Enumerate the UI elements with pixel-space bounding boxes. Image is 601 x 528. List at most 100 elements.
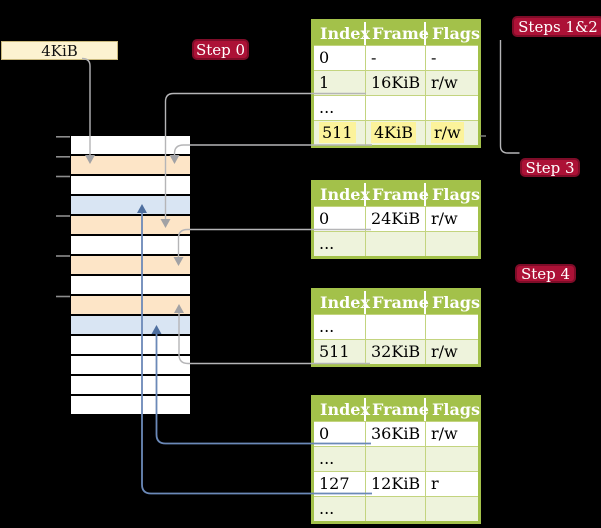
table-cell: 12KiB: [366, 472, 426, 496]
badge-steps-1-2-label: Steps 1&2: [518, 17, 598, 36]
connector-steps12-to-step3: [499, 40, 520, 154]
table-cell: ...: [314, 232, 366, 256]
cell-text: 12KiB: [371, 474, 421, 493]
cell-text: ...: [319, 499, 335, 518]
column-header: Index: [314, 183, 370, 206]
memory-frame-row: [71, 216, 190, 236]
column-header: Flags: [432, 24, 480, 43]
badge-step-4-label: Step 4: [520, 264, 571, 283]
table-cell: 511: [314, 340, 366, 364]
table-cell: [366, 497, 426, 521]
table-cell: ...: [314, 497, 366, 521]
badge-step-3: Step 3: [520, 158, 580, 177]
badge-step-0: Step 0: [192, 39, 249, 60]
frame-address-box: 4KiB: [1, 41, 118, 60]
table-cell: -: [366, 46, 426, 70]
cell-text: r/w: [431, 122, 464, 143]
table-row: 1 16KiB r/w: [314, 70, 478, 95]
column-header: Flags: [432, 293, 480, 312]
cell-text: 32KiB: [371, 342, 421, 361]
badge-step-0-label: Step 0: [195, 40, 246, 59]
cell-text: ...: [319, 234, 335, 253]
cell-text: r/w: [431, 209, 458, 228]
table-cell: 16KiB: [366, 71, 426, 95]
badge-step-3-label: Step 3: [525, 158, 575, 177]
cell-text: 0: [319, 209, 330, 228]
table-cell: 0: [314, 46, 366, 70]
column-header: Frame: [366, 183, 429, 206]
cell-text: 511: [319, 342, 350, 361]
memory-frame-row: [71, 176, 190, 196]
table-cell: 24KiB: [366, 207, 426, 231]
column-header: Frame: [366, 22, 429, 45]
table-cell: 511: [314, 121, 366, 145]
table-cell: 1: [314, 71, 366, 95]
frame-address-label: 4KiB: [41, 41, 78, 60]
memory-frame-row: [71, 376, 190, 396]
badge-step-4: Step 4: [515, 264, 576, 283]
table-cell: ...: [314, 315, 366, 339]
cell-text: r/w: [431, 73, 458, 92]
table-row: ...: [314, 95, 478, 120]
memory-frame-row: [71, 316, 190, 336]
cell-text: ...: [319, 449, 335, 468]
table-cell: [426, 315, 478, 339]
table-cell: r/w: [426, 340, 478, 364]
table-row: ...: [314, 314, 478, 339]
cell-text: 4KiB: [371, 122, 417, 143]
table-cell: 0: [314, 422, 366, 446]
table-row: 0 - -: [314, 45, 478, 70]
table-cell: [366, 232, 426, 256]
column-header: Frame: [366, 398, 429, 421]
memory-frame-row: [71, 296, 190, 316]
physical-memory-column: [71, 136, 190, 416]
table-cell: r/w: [426, 121, 478, 145]
table-row: 511 32KiB r/w: [314, 339, 478, 364]
table-cell: ...: [314, 447, 366, 471]
table-cell: -: [426, 46, 478, 70]
memory-frame-row: [71, 276, 190, 296]
table-row: 127 12KiB r: [314, 471, 478, 496]
table-cell: 127: [314, 472, 366, 496]
cell-text: r/w: [431, 424, 458, 443]
table-cell: [426, 96, 478, 120]
cell-text: -: [431, 48, 437, 67]
table-row: 0 24KiB r/w: [314, 206, 478, 231]
table-cell: 4KiB: [366, 121, 426, 145]
table-cell: [366, 315, 426, 339]
memory-frame-row: [71, 396, 190, 416]
memory-frame-row: [71, 336, 190, 356]
table-cell: r/w: [426, 422, 478, 446]
memory-frame-row: [71, 256, 190, 276]
cell-text: 0: [319, 424, 330, 443]
memory-frame-row: [71, 136, 190, 156]
table-row: 0 36KiB r/w: [314, 421, 478, 446]
table-row: ...: [314, 496, 478, 521]
cell-text: 127: [319, 474, 350, 493]
cell-text: -: [371, 48, 377, 67]
cell-text: 16KiB: [371, 73, 421, 92]
cell-text: ...: [319, 98, 335, 117]
table-cell: [426, 447, 478, 471]
table-cell: ...: [314, 96, 366, 120]
table-cell: [366, 447, 426, 471]
table-cell: r: [426, 472, 478, 496]
cell-text: 36KiB: [371, 424, 421, 443]
table-cell: r/w: [426, 71, 478, 95]
cell-text: 0: [319, 48, 330, 67]
memory-frame-row: [71, 196, 190, 216]
column-header: Index: [314, 22, 370, 45]
column-header: Flags: [432, 400, 480, 419]
table-cell: 0: [314, 207, 366, 231]
memory-frame-row: [71, 356, 190, 376]
column-header: Flags: [432, 185, 480, 204]
